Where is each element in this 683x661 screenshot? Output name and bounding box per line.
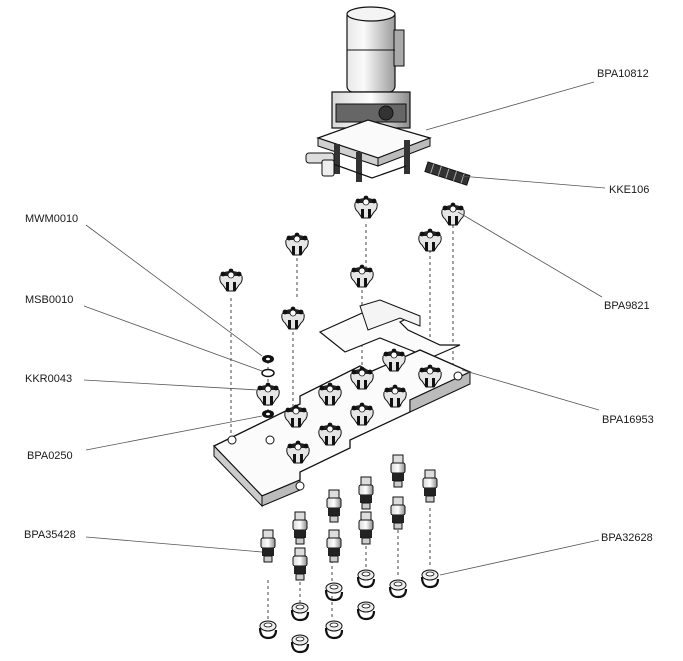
label-bpa10812: BPA10812 <box>597 68 649 80</box>
label-bpa35428: BPA35428 <box>24 529 76 541</box>
cable-chain-part <box>424 161 471 186</box>
part-labels: BPA10812 KKE106 MWM0010 BPA9821 MSB0010 … <box>24 68 654 544</box>
label-bpa16953: BPA16953 <box>602 414 654 426</box>
leader-lines <box>83 81 606 576</box>
motor-drive-unit <box>305 6 432 182</box>
assembly-centerlines <box>230 224 454 620</box>
label-kke106: KKE106 <box>609 184 649 196</box>
gripper-heads-exploded <box>219 195 465 330</box>
label-msb0010: MSB0010 <box>25 294 73 306</box>
label-bpa9821: BPA9821 <box>604 300 650 312</box>
label-kkr0043: KKR0043 <box>25 373 72 385</box>
washer-stack <box>256 355 280 418</box>
label-bpa32628: BPA32628 <box>601 532 653 544</box>
label-mwm0010: MWM0010 <box>25 213 78 225</box>
label-bpa0250: BPA0250 <box>27 450 73 462</box>
base-plate <box>212 299 472 508</box>
suction-cups <box>258 568 440 654</box>
